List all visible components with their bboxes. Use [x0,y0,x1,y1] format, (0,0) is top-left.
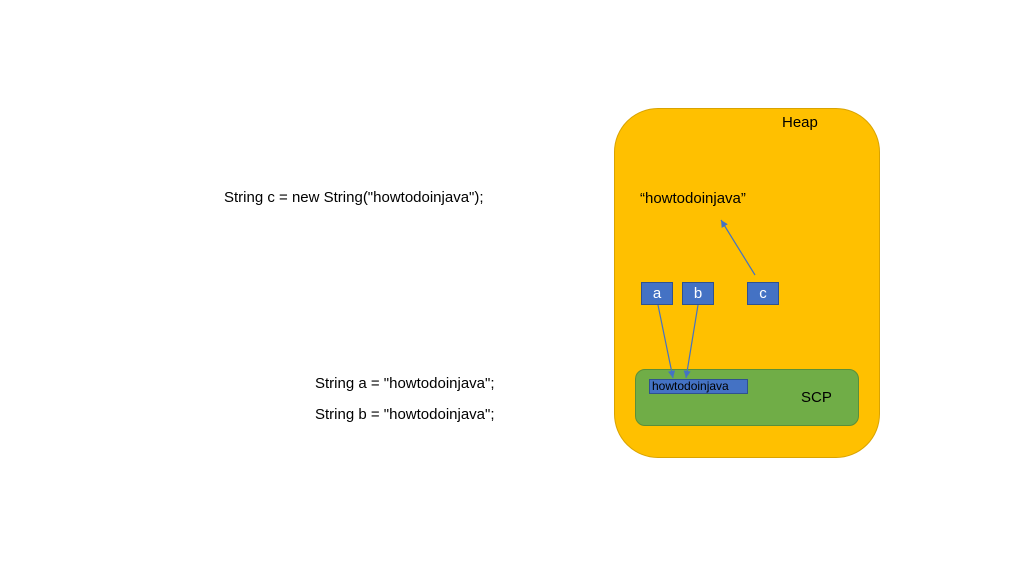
code-line-b: String b = "howtodoinjava"; [315,406,495,423]
ref-a: a [641,282,673,305]
scp-literal: howtodoinjava [649,379,748,394]
code-line-a: String a = "howtodoinjava"; [315,375,495,392]
heap-label: Heap [782,114,818,131]
scp-label: SCP [801,389,832,406]
arrow-a [657,304,676,379]
string-constant-pool [635,369,859,426]
ref-b: b [682,282,714,305]
arrow-c [720,219,756,276]
heap-string-object: “howtodoinjava” [640,190,746,207]
ref-c: c [747,282,779,305]
code-line-c: String c = new String("howtodoinjava"); [224,189,484,206]
arrow-b [683,304,699,379]
